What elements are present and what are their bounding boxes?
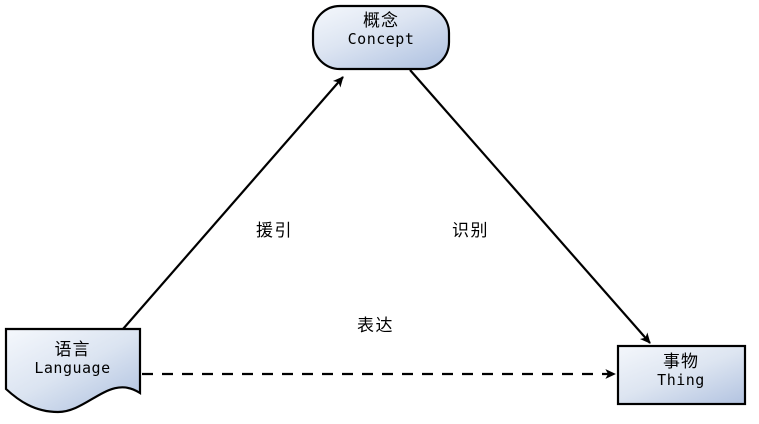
node-thing[interactable]	[616, 344, 747, 406]
node-language[interactable]	[4, 327, 142, 414]
edge-language-to-concept	[122, 76, 344, 330]
node-concept[interactable]	[311, 4, 451, 71]
edge-concept-to-thing	[409, 69, 651, 344]
